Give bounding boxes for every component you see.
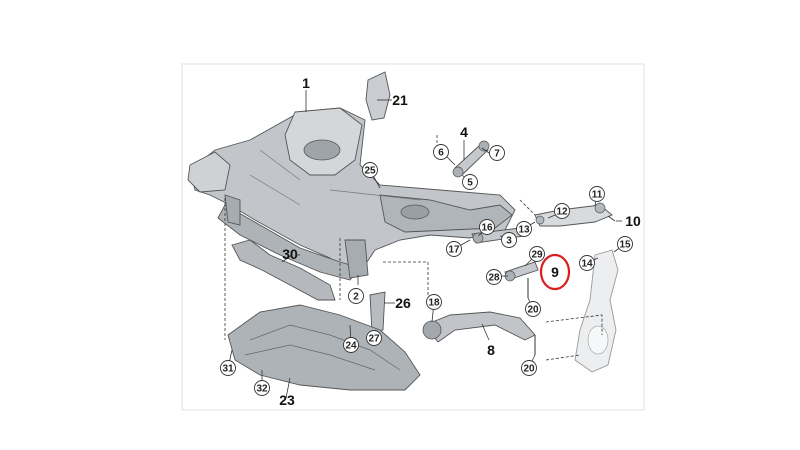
callout-5: 5: [462, 174, 478, 190]
callout-20-upper: 20: [525, 301, 541, 317]
label-10: 10: [625, 213, 641, 229]
svg-text:25: 25: [364, 166, 376, 177]
callout-32: 32: [254, 380, 270, 396]
svg-text:6: 6: [438, 148, 444, 159]
callout-7: 7: [489, 145, 505, 161]
callout-25: 25: [362, 162, 378, 178]
callout-6: 6: [433, 144, 449, 160]
svg-text:29: 29: [531, 250, 543, 261]
label-30: 30: [282, 246, 298, 262]
svg-text:20: 20: [523, 364, 535, 375]
svg-text:16: 16: [481, 223, 493, 234]
diagram-frame: [181, 63, 645, 411]
upper-wishbone-10: [534, 202, 613, 227]
svg-text:28: 28: [488, 273, 500, 284]
svg-text:32: 32: [256, 384, 268, 395]
highlight-ring: [539, 253, 571, 291]
callout-27: 27: [366, 330, 382, 346]
callout-12: 12: [554, 203, 570, 219]
svg-text:20: 20: [527, 305, 539, 316]
svg-text:13: 13: [518, 225, 530, 236]
underbody-shield-23: [227, 304, 421, 391]
tension-strut-4: [452, 140, 490, 178]
part-number-labels: 1 21 4 10 30 26 8 23: [279, 75, 641, 408]
dashed-guides: [224, 135, 603, 361]
callout-20-lower: 20: [521, 360, 537, 376]
bracket-30: [231, 239, 336, 301]
lower-wishbone-8: [422, 311, 536, 355]
label-9: 9: [551, 264, 559, 280]
callout-18: 18: [426, 294, 442, 310]
wheel-carrier-14: [574, 249, 619, 373]
callout-13: 13: [516, 221, 532, 237]
callout-28: 28: [486, 269, 502, 285]
callout-2: 2: [348, 288, 364, 304]
label-1: 1: [302, 75, 310, 91]
label-23: 23: [279, 392, 295, 408]
bracket-26: [369, 291, 386, 333]
callout-11: 11: [589, 186, 605, 202]
circled-callouts: 6 7 5 25 11 12 13 16 3 17 29 28 14 15 20…: [220, 144, 633, 396]
callout-16: 16: [479, 219, 495, 235]
svg-text:27: 27: [368, 334, 380, 345]
svg-text:3: 3: [506, 236, 512, 247]
svg-text:24: 24: [345, 341, 357, 352]
svg-text:17: 17: [448, 245, 460, 256]
svg-text:15: 15: [619, 240, 631, 251]
svg-text:14: 14: [581, 259, 593, 270]
label-8: 8: [487, 342, 495, 358]
svg-text:5: 5: [467, 178, 473, 189]
front-subframe: [187, 107, 516, 281]
svg-text:2: 2: [353, 292, 359, 303]
control-arm-3: [471, 227, 525, 244]
callout-31: 31: [220, 360, 236, 376]
label-21: 21: [392, 92, 408, 108]
callout-17: 17: [446, 241, 462, 257]
callout-14: 14: [579, 255, 595, 271]
svg-text:11: 11: [592, 190, 603, 201]
label-4: 4: [460, 124, 468, 140]
big-label-leaders: [296, 99, 622, 256]
callout-15: 15: [617, 236, 633, 252]
svg-text:12: 12: [556, 207, 568, 218]
bracket-21: [365, 71, 391, 121]
callout-24: 24: [343, 337, 359, 353]
svg-text:18: 18: [428, 298, 440, 309]
callout-29: 29: [529, 246, 545, 262]
callout-3: 3: [501, 232, 517, 248]
svg-text:31: 31: [222, 364, 234, 375]
tie-rod-9: [504, 261, 539, 298]
highlighted-callout-9[interactable]: 9: [539, 253, 571, 291]
svg-text:7: 7: [494, 149, 500, 160]
label-26: 26: [395, 295, 411, 311]
